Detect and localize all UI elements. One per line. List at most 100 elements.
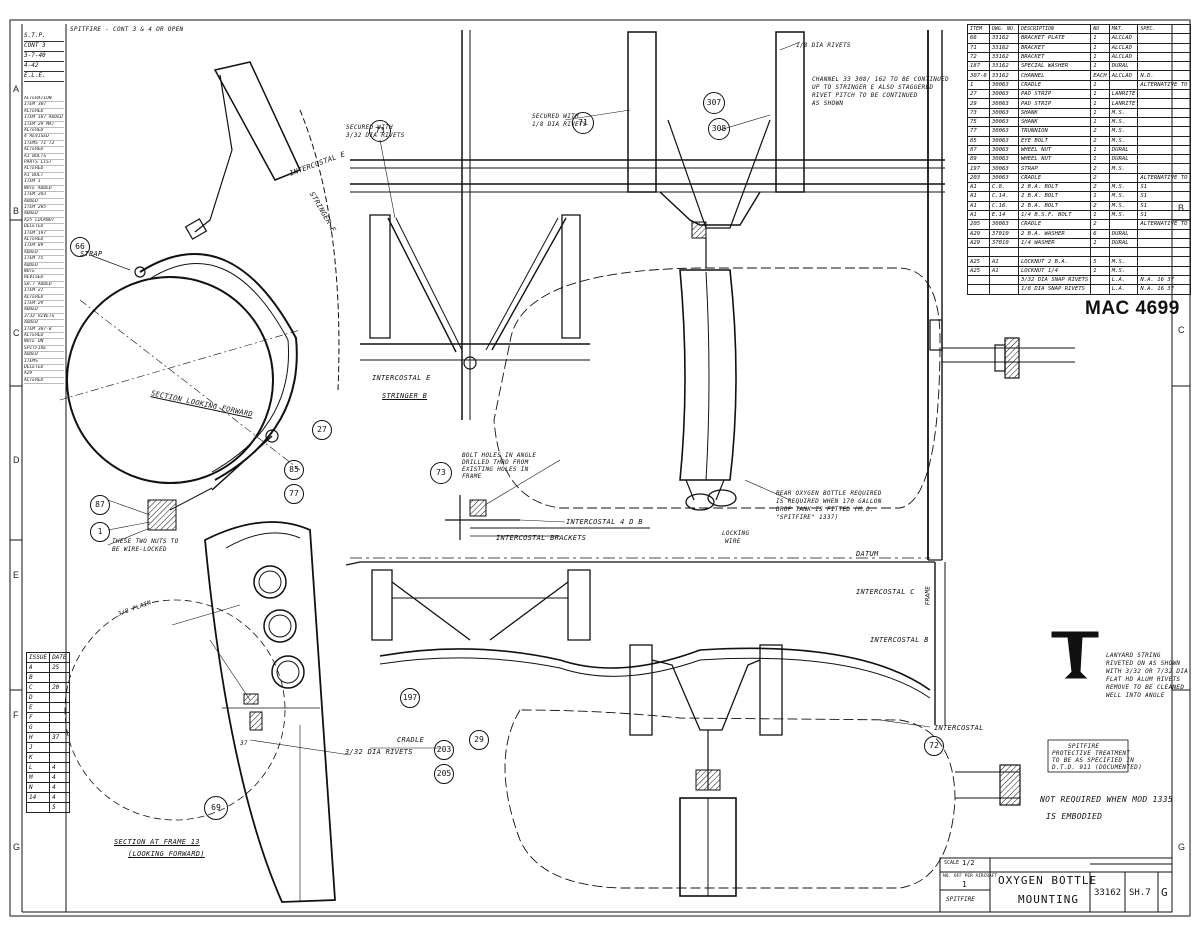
parts-cell: SHANK (1017, 107, 1092, 118)
issue-cell: 14 (25, 792, 51, 803)
label-datum: DATUM (856, 550, 879, 558)
parts-cell: DURAL (1108, 61, 1139, 72)
label-strap: STRAP (80, 250, 103, 258)
alteration-note: ALTERED (24, 237, 64, 244)
label-intercostal-4b: INTERCOSTAL 4 D B (566, 518, 643, 526)
parts-cell: 75 (967, 116, 990, 128)
parts-cell: 1 (1090, 89, 1110, 100)
parts-cell: 29 (967, 98, 990, 109)
label-intercostal-b: INTERCOSTAL B (870, 636, 929, 644)
parts-cell: WHEEL NUT (1017, 154, 1092, 165)
parts-header-description: DESCRIPTION (1017, 23, 1092, 35)
alteration-note: ALTERED (24, 128, 64, 135)
alteration-note: A29 (24, 371, 64, 378)
parts-cell (988, 274, 1019, 286)
issue-cell: H (25, 732, 51, 743)
parts-cell: 30063 (988, 116, 1019, 128)
issue-cell: A (25, 662, 51, 673)
parts-cell: SHANK (1017, 116, 1092, 128)
parts-cell: M.S. (1108, 191, 1139, 202)
alteration-note: ITEM 307 (24, 102, 64, 109)
parts-cell (967, 284, 990, 295)
margin-letter-f: F (13, 710, 19, 720)
parts-cell (1090, 284, 1110, 295)
label-frame: FRAME (924, 585, 932, 606)
balloon-66: 66 (70, 237, 90, 257)
label-locking-wire: WIRE (725, 538, 741, 545)
parts-cell: S1 (1137, 182, 1191, 193)
parts-cell: 3/32 DIA SNAP RIVETS (1017, 274, 1092, 286)
parts-cell: CRADLE (1017, 219, 1092, 230)
label-lanyard-6: WELL INTO ANGLE (1106, 692, 1165, 699)
title-sheet: SH.7 (1129, 888, 1151, 898)
alteration-note: ITEM 203 (24, 192, 64, 199)
parts-cell (1108, 172, 1139, 184)
section-looking-forward-view (59, 61, 340, 531)
alteration-note: ADDED (24, 263, 64, 269)
issue-cell: E (25, 702, 51, 713)
parts-cell: 2 (1090, 182, 1110, 193)
parts-cell: 30063 (988, 135, 1019, 146)
title-line-2: MOUNTING (1018, 893, 1079, 906)
parts-cell: 1/4 B.S.F. BOLT (1017, 209, 1092, 221)
alteration-note: ITEM 197 (24, 231, 64, 237)
issues-header-date: DATE (49, 652, 70, 663)
alteration-note: 3/32 RIVETS (24, 314, 64, 321)
label-intercostal-low: INTERCOSTAL (934, 724, 984, 732)
label-bolt-holes-4: FRAME (462, 473, 482, 480)
bolt-hole-detail (445, 495, 650, 540)
parts-cell (1137, 163, 1191, 174)
balloon-77: 77 (284, 484, 304, 504)
parts-cell (1137, 154, 1191, 165)
parts-cell: 2 (1090, 163, 1110, 174)
parts-cell: LOCKNUT 1/4 (1017, 265, 1092, 277)
parts-cell (1137, 144, 1191, 156)
parts-cell: 1 (1090, 98, 1110, 109)
title-line-1: OXYGEN BOTTLE (998, 874, 1098, 887)
label-rivets-bottom: 3/32 DIA RIVETS (345, 748, 413, 756)
parts-cell (1108, 247, 1139, 258)
parts-cell (1108, 79, 1139, 91)
alteration-note: ITEM 75 (24, 256, 64, 263)
issue-row: 5 (25, 802, 70, 813)
margin-letter-a: A (13, 84, 20, 94)
balloon-71: 71 (572, 112, 594, 134)
label-rivet-dia-2: 1/8 DIA RIVETS (532, 121, 587, 128)
issue-row: G (25, 722, 70, 733)
balloon-27: 27 (312, 420, 332, 440)
issue-cell: 4 (49, 782, 70, 793)
issue-cell: 5 (49, 802, 70, 813)
label-locking: LOCKING (722, 530, 750, 537)
parts-cell: L.A. (1108, 274, 1139, 286)
parts-cell: 30063 (988, 98, 1019, 109)
parts-cell: 89 (967, 154, 990, 165)
parts-cell: M.S. (1108, 116, 1139, 128)
label-stringer-b: STRINGER B (382, 392, 428, 400)
issue-cell (25, 802, 51, 813)
parts-cell: 72 (967, 51, 990, 63)
parts-cell: 87 (967, 144, 990, 156)
top-block-row: 4-42 (24, 62, 64, 72)
parts-cell (1137, 33, 1191, 44)
parts-cell: 1 (1090, 191, 1110, 202)
issue-cell: L (25, 762, 51, 773)
parts-cell: 2 B.A. BOLT (1017, 191, 1092, 202)
parts-list-table: ITEM DWG. NO. DESCRIPTION NO MAT. SPEC. … (967, 23, 1191, 295)
parts-cell: ALCLAD (1108, 33, 1139, 44)
label-lanyard-4: FLAT HD ALUM RIVETS (1106, 676, 1181, 683)
issue-cell: M (25, 772, 51, 783)
parts-cell: 1 (1090, 154, 1110, 165)
parts-cell: M.S. (1108, 256, 1139, 267)
